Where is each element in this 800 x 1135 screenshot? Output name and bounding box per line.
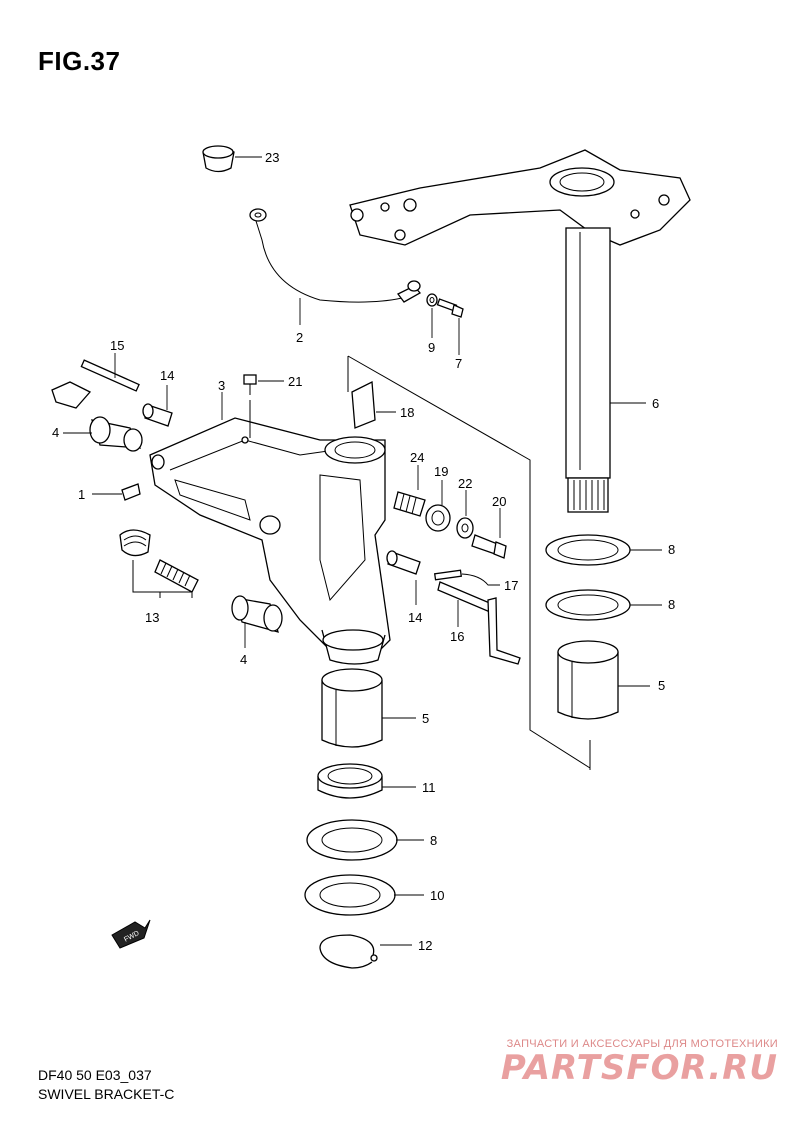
fwd-arrow-icon: FWD — [111, 919, 151, 949]
callout-4-upper: 4 — [52, 425, 59, 440]
callout-4-lower: 4 — [240, 652, 247, 667]
part-5-bushing-right — [557, 640, 650, 720]
figure-caption: DF40 50 E03_037 SWIVEL BRACKET-C — [38, 1066, 174, 1104]
part-10-washer — [304, 874, 424, 916]
callout-24: 24 — [410, 450, 424, 465]
watermark: ЗАПЧАСТИ И АКСЕССУАРЫ ДЛЯ МОТОТЕХНИКИ PA… — [501, 1038, 778, 1088]
callout-13: 13 — [145, 610, 159, 625]
callout-11: 11 — [422, 780, 436, 795]
part-3-swivel-bracket — [149, 392, 391, 665]
part-12-circlip — [319, 934, 412, 969]
callout-23: 23 — [265, 150, 279, 165]
part-13-spring-set — [119, 529, 199, 598]
part-8-washer-middle — [545, 589, 662, 621]
callout-14-left: 14 — [160, 368, 174, 383]
part-7-bolt — [436, 298, 464, 355]
callout-8-middle: 8 — [668, 597, 675, 612]
callout-16: 16 — [450, 629, 464, 644]
callout-18: 18 — [400, 405, 414, 420]
part-8-washer-lower — [306, 819, 424, 861]
figure-name: SWIVEL BRACKET-C — [38, 1086, 175, 1102]
part-22-washer — [456, 490, 474, 539]
callout-5-right: 5 — [658, 678, 665, 693]
part-1-grease-fitting — [92, 483, 141, 501]
part-19-knob — [425, 480, 451, 532]
part-6-steering-bracket — [349, 149, 691, 513]
part-14-bushing-left — [142, 385, 173, 427]
part-4-bushing-upper — [63, 416, 143, 452]
callout-22: 22 — [458, 476, 472, 491]
part-15-pin-bracket — [51, 353, 140, 409]
callout-15: 15 — [110, 338, 124, 353]
callout-6: 6 — [652, 396, 659, 411]
part-24-spring — [393, 465, 426, 517]
watermark-logo: PARTSFOR.RU — [500, 1048, 778, 1088]
callout-8-upper: 8 — [668, 542, 675, 557]
callout-1: 1 — [78, 487, 85, 502]
part-9-washer — [426, 293, 438, 338]
part-5-bushing-center — [321, 668, 416, 748]
part-20-bolt — [471, 508, 507, 559]
callout-14-right: 14 — [408, 610, 422, 625]
part-4-bushing-lower — [231, 595, 283, 648]
callout-10: 10 — [430, 888, 444, 903]
assembly-guide-lines — [347, 355, 591, 770]
callout-2: 2 — [296, 330, 303, 345]
callout-3: 3 — [218, 378, 225, 393]
part-11-seal — [317, 763, 416, 799]
part-23-plug — [202, 145, 262, 173]
callout-20: 20 — [492, 494, 506, 509]
part-8-washer-upper — [545, 534, 662, 566]
callout-21: 21 — [288, 374, 302, 389]
model-code: DF40 50 E03_037 — [38, 1067, 152, 1083]
callout-9: 9 — [428, 340, 435, 355]
callout-19: 19 — [434, 464, 448, 479]
callout-12: 12 — [418, 938, 432, 953]
part-21-bolt — [243, 374, 284, 438]
callout-5-center: 5 — [422, 711, 429, 726]
watermark-tagline: ЗАПЧАСТИ И АКСЕССУАРЫ ДЛЯ МОТОТЕХНИКИ — [506, 1038, 778, 1050]
callout-8-lower: 8 — [430, 833, 437, 848]
figure-title: FIG.37 — [38, 46, 121, 76]
part-18-tab — [351, 380, 396, 429]
callout-7: 7 — [455, 356, 462, 371]
part-17-pin — [433, 569, 500, 586]
part-14-sleeve-right — [386, 550, 421, 605]
part-2-ground-wire — [249, 208, 422, 325]
callout-17: 17 — [504, 578, 518, 593]
part-16-lever — [437, 581, 521, 665]
